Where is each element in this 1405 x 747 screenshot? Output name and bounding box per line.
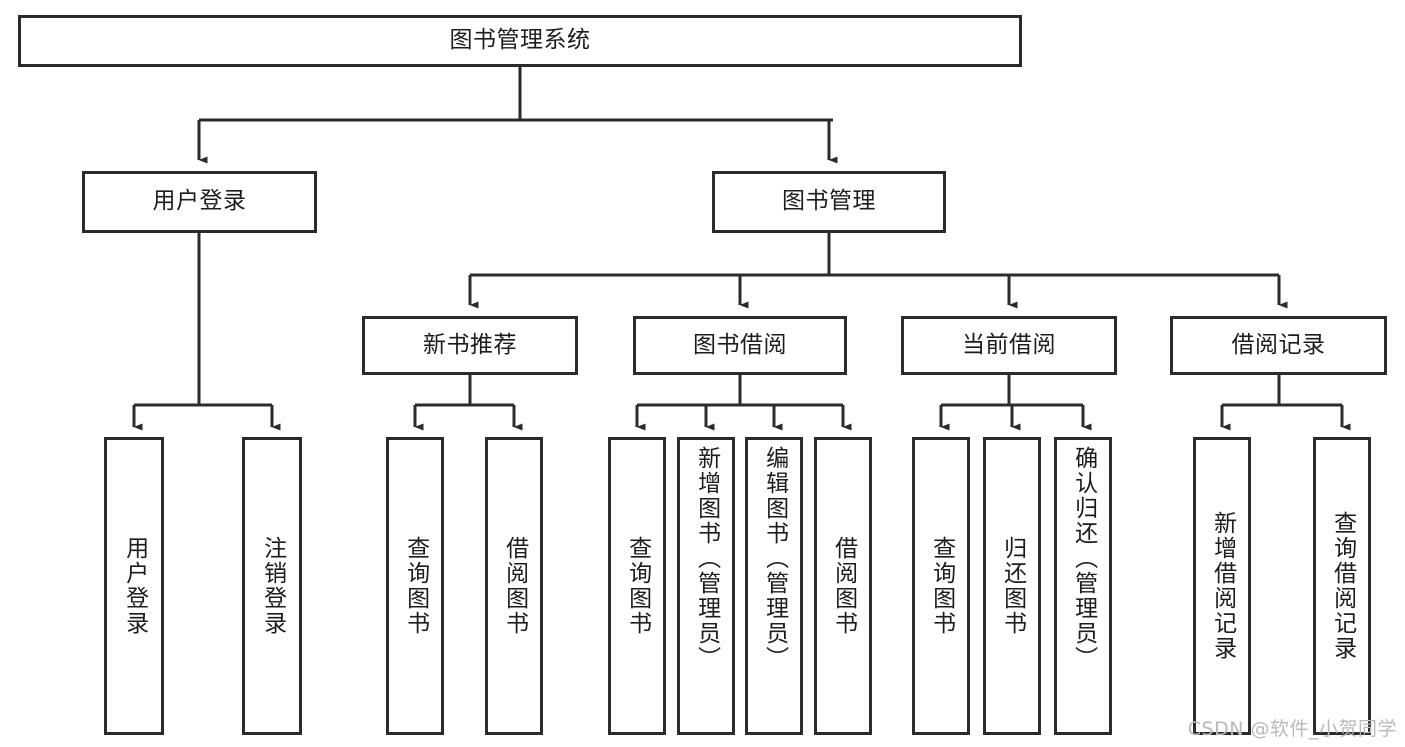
node-leaf-query-book-current[interactable]: 查询图书 <box>912 437 970 735</box>
node-current-borrow-label: 当前借阅 <box>962 331 1056 358</box>
node-leaf-add-book[interactable]: 新增图书（管理员） <box>677 437 735 735</box>
node-book-manage[interactable]: 图书管理 <box>712 171 946 233</box>
node-leaf-return-book-label: 归还图书 <box>999 536 1026 636</box>
node-root-label: 图书管理系统 <box>449 27 591 54</box>
node-leaf-query-book-borrow-label: 查询图书 <box>624 536 651 636</box>
node-leaf-user-login[interactable]: 用户登录 <box>104 437 164 735</box>
node-leaf-confirm-return-label: 确认归还（管理员） <box>1070 446 1097 671</box>
node-book-borrow[interactable]: 图书借阅 <box>633 316 847 375</box>
node-leaf-borrow-book-label: 借阅图书 <box>830 536 857 636</box>
node-leaf-borrow-book-recommend[interactable]: 借阅图书 <box>485 437 543 735</box>
node-book-borrow-label: 图书借阅 <box>693 331 787 358</box>
node-current-borrow[interactable]: 当前借阅 <box>901 316 1117 375</box>
node-leaf-query-book-recommend-label: 查询图书 <box>402 536 429 636</box>
node-borrow-record-label: 借阅记录 <box>1231 331 1326 358</box>
csdn-watermark: CSDN @软件_小贺同学 <box>1187 718 1397 740</box>
node-leaf-user-login-label: 用户登录 <box>121 536 148 636</box>
node-leaf-add-record-label: 新增借阅记录 <box>1209 511 1236 661</box>
node-new-book-recommend-label: 新书推荐 <box>423 331 517 358</box>
node-root[interactable]: 图书管理系统 <box>18 15 1022 67</box>
node-user-login-label: 用户登录 <box>152 188 247 215</box>
node-leaf-query-book-borrow[interactable]: 查询图书 <box>608 437 666 735</box>
node-new-book-recommend[interactable]: 新书推荐 <box>362 316 578 375</box>
node-leaf-query-record-label: 查询借阅记录 <box>1329 511 1356 661</box>
node-leaf-return-book[interactable]: 归还图书 <box>983 437 1041 735</box>
node-leaf-query-book-recommend[interactable]: 查询图书 <box>386 437 444 735</box>
node-user-login[interactable]: 用户登录 <box>82 171 317 233</box>
node-leaf-borrow-book[interactable]: 借阅图书 <box>814 437 872 735</box>
node-leaf-add-book-label: 新增图书（管理员） <box>693 446 720 671</box>
node-book-manage-label: 图书管理 <box>782 188 876 215</box>
node-leaf-query-book-current-label: 查询图书 <box>928 536 955 636</box>
node-leaf-confirm-return[interactable]: 确认归还（管理员） <box>1054 437 1112 735</box>
node-leaf-edit-book-label: 编辑图书（管理员） <box>761 446 788 671</box>
node-borrow-record[interactable]: 借阅记录 <box>1170 316 1387 375</box>
node-leaf-logout-label: 注销登录 <box>259 536 286 636</box>
node-leaf-edit-book[interactable]: 编辑图书（管理员） <box>745 437 803 735</box>
node-leaf-query-record[interactable]: 查询借阅记录 <box>1313 437 1371 735</box>
node-leaf-logout[interactable]: 注销登录 <box>242 437 302 735</box>
node-leaf-add-record[interactable]: 新增借阅记录 <box>1193 437 1251 735</box>
node-leaf-borrow-book-recommend-label: 借阅图书 <box>501 536 528 636</box>
